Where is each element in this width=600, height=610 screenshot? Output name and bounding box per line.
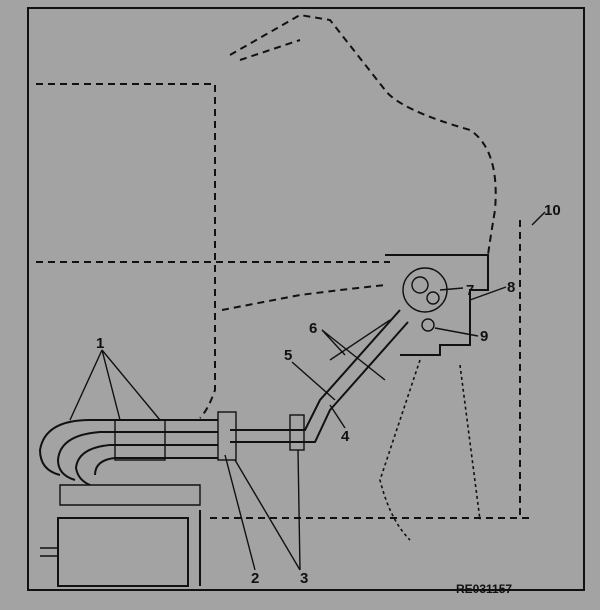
- callout-1: 1: [96, 335, 104, 352]
- callout-7: 7: [466, 282, 474, 299]
- cab-outline: [36, 13, 530, 541]
- callout-3: 3: [300, 570, 308, 587]
- callout-5: 5: [284, 347, 292, 364]
- callout-4: 4: [341, 428, 350, 445]
- hose-assembly: [38, 309, 409, 506]
- callout-labels: 1 2 3 4 5 6 7 8 9 10 RE031157: [96, 202, 561, 596]
- reference-code: RE031157: [456, 582, 512, 596]
- heater-bracket: [385, 254, 489, 356]
- callout-8: 8: [507, 279, 515, 296]
- frame: [27, 7, 585, 591]
- base-unit: [40, 510, 201, 587]
- callout-6: 6: [309, 320, 317, 337]
- callout-2: 2: [251, 570, 259, 587]
- callout-10: 10: [544, 202, 561, 219]
- leader-lines: [69, 211, 546, 571]
- callout-9: 9: [480, 328, 488, 345]
